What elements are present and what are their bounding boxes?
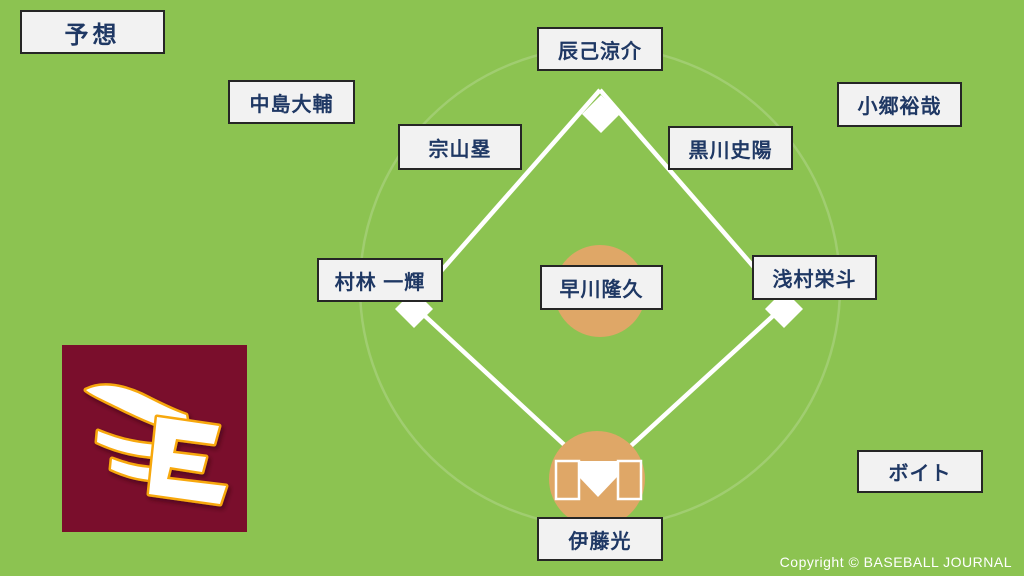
label-right-fielder: 小郷裕哉: [837, 82, 962, 127]
copyright-text: Copyright © BASEBALL JOURNAL: [779, 554, 1012, 570]
winged-e-glyph: [83, 383, 229, 507]
label-left-fielder: 中島大輔: [228, 80, 355, 124]
label-first-baseman: 浅村栄斗: [752, 255, 877, 300]
team-logo: [62, 345, 247, 532]
right-batter-box: [616, 459, 643, 501]
home-plate: [579, 461, 617, 497]
left-batter-box: [554, 459, 581, 501]
prediction-badge: 予想: [20, 10, 165, 54]
label-center-fielder: 辰己涼介: [537, 27, 663, 71]
label-pitcher: 早川隆久: [540, 265, 663, 310]
label-third-baseman: 村林 一輝: [317, 258, 443, 302]
rakuten-eagles-winged-e-icon: [62, 345, 247, 532]
label-designated-hitter: ボイト: [857, 450, 983, 493]
label-second-baseman: 黒川史陽: [668, 126, 793, 170]
label-catcher: 伊藤光: [537, 517, 663, 561]
second-base-marker: [582, 95, 620, 133]
label-shortstop: 宗山塁: [398, 124, 522, 170]
